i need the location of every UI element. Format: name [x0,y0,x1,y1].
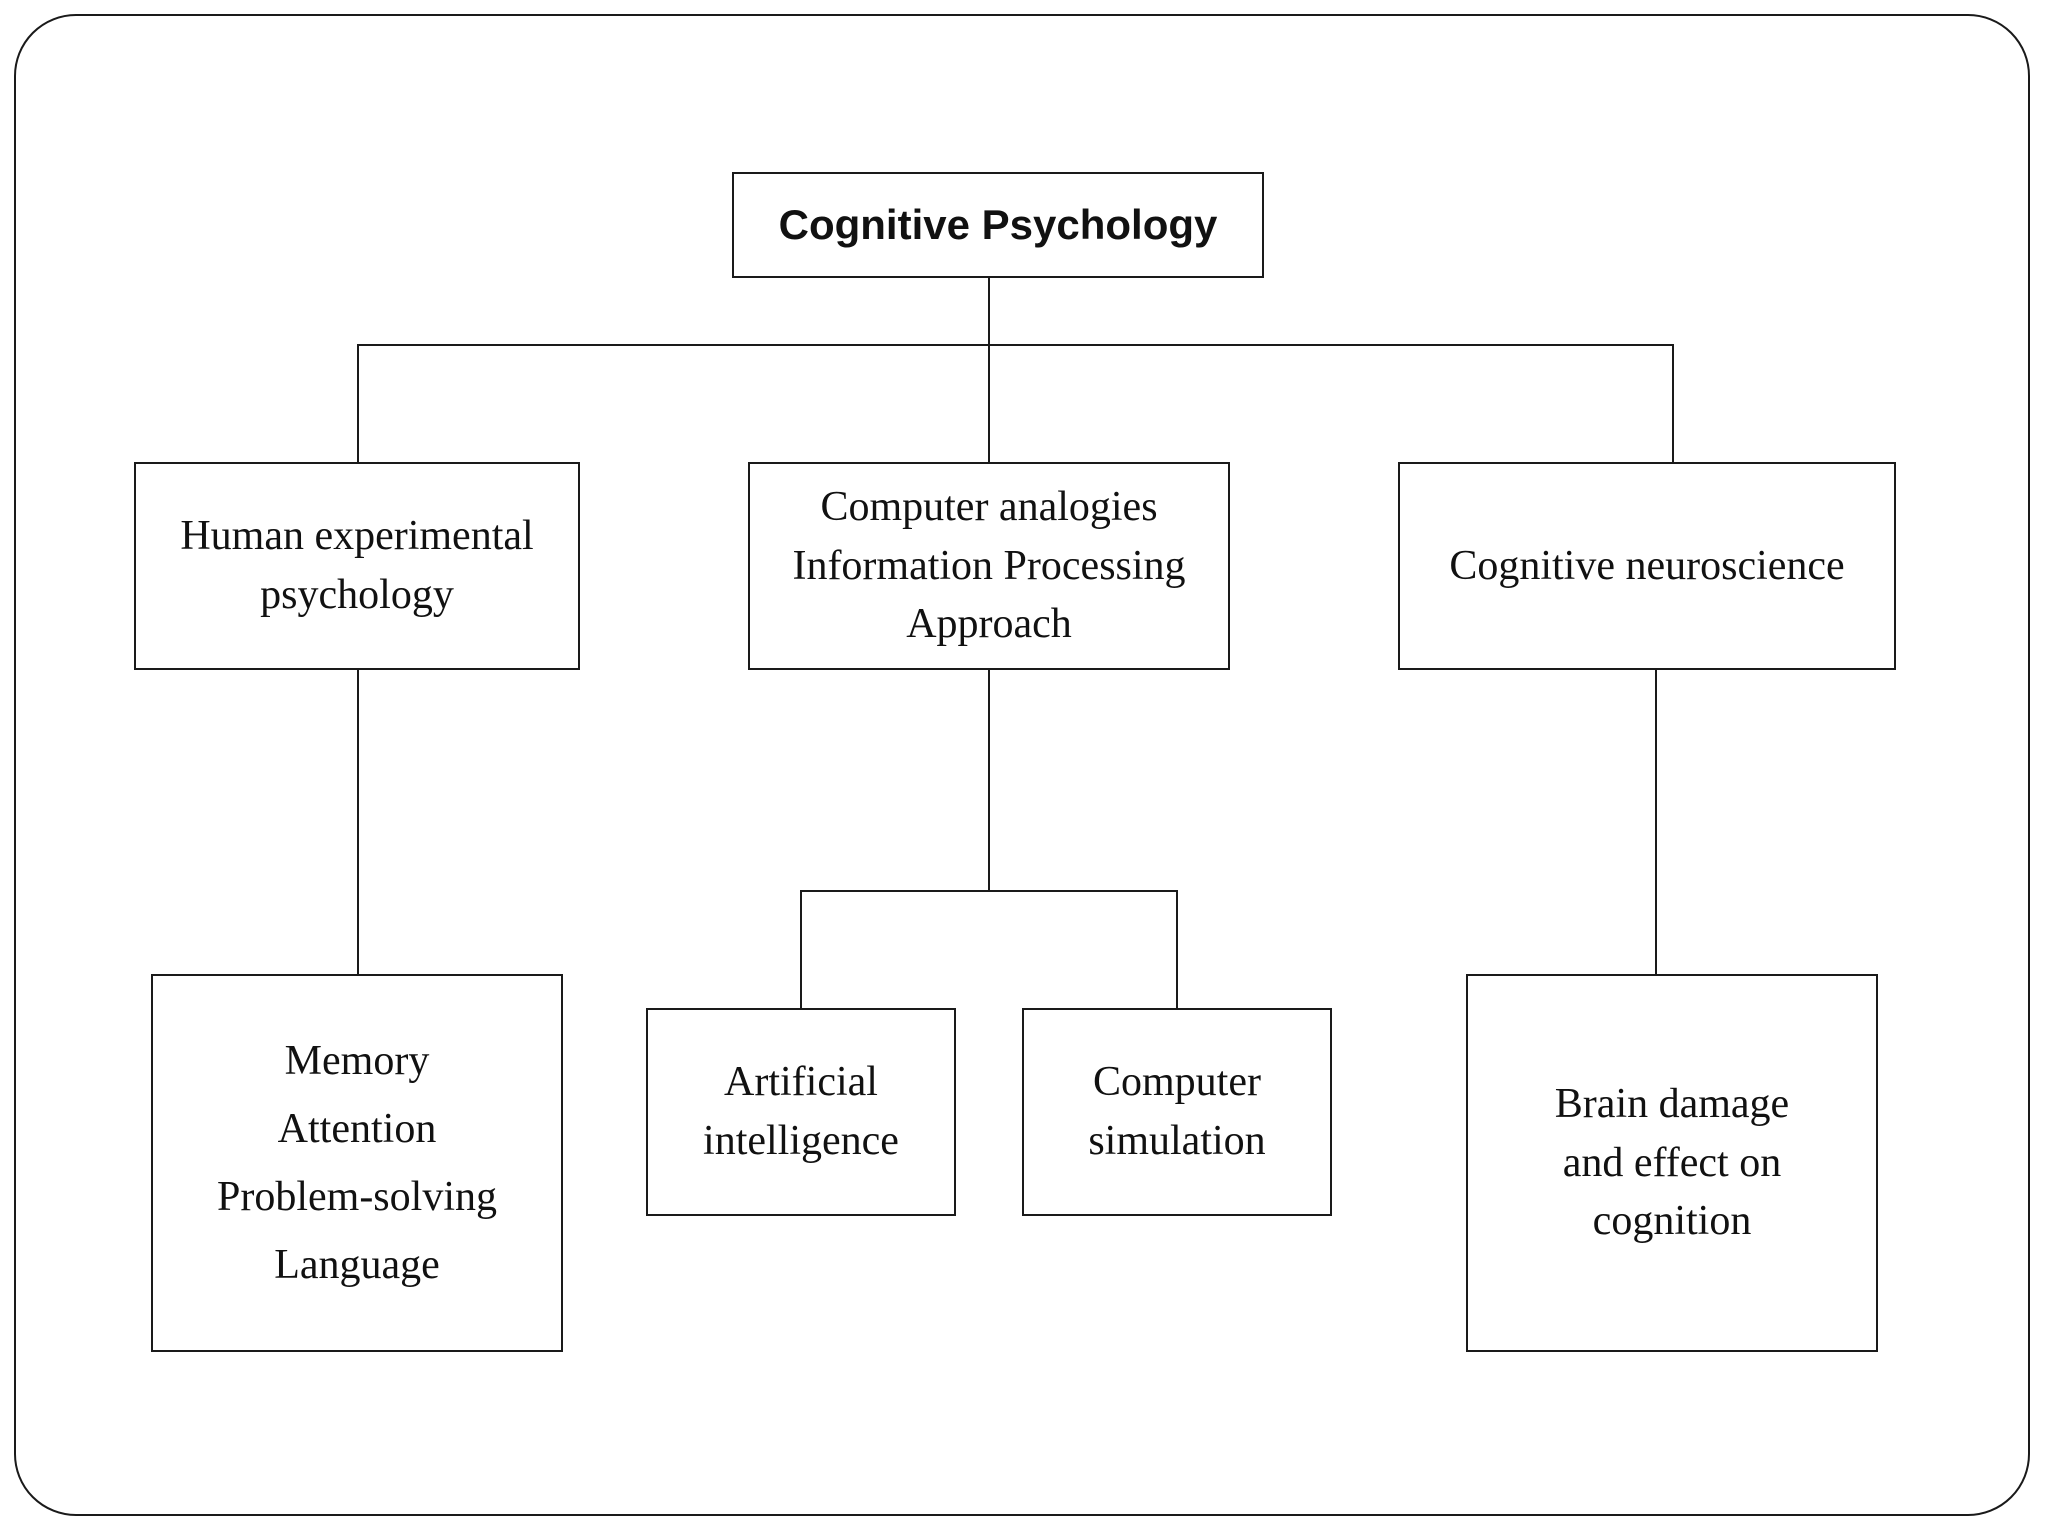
connector-neuro-to-brain-damage [1655,670,1657,976]
node-label-line: Language [274,1242,440,1289]
connector-human-to-memory [357,670,359,976]
node-cognitive-psychology: Cognitive Psychology [732,172,1264,278]
node-label-line: cognition [1592,1198,1752,1245]
node-label-line: and effect on [1562,1139,1782,1186]
node-computer-simulation: Computer simulation [1022,1008,1332,1216]
node-label-line: Artificial [724,1059,878,1106]
connector-root-down [988,276,990,346]
node-label-line: Computer analogies [820,483,1158,530]
node-label-line: intelligence [703,1118,899,1164]
node-computer-analogies: Computer analogies Information Processin… [748,462,1230,670]
node-label-line: Information Processing [792,542,1186,589]
node-label-line: Brain damage [1554,1080,1790,1127]
connector-to-computer-analogies [988,344,990,464]
node-cognitive-neuroscience: Cognitive neuroscience [1398,462,1896,670]
connector-computer-bar [800,890,1178,892]
node-label-line: simulation [1088,1118,1266,1164]
node-label-line: Approach [906,601,1072,648]
node-label-line: Computer [1093,1059,1261,1106]
node-label-line: Cognitive neuroscience [1449,542,1845,589]
node-label-line: Problem-solving [217,1174,497,1220]
connector-to-human-experimental [357,344,359,464]
connector-computer-down [988,670,990,892]
connector-to-cognitive-neuroscience [1672,344,1674,464]
connector-branch-bar [357,344,1674,346]
node-label-line: Memory [284,1037,430,1084]
node-human-experimental-psychology: Human experimental psychology [134,462,580,670]
connector-to-computer-simulation [1176,890,1178,1010]
node-label-line: Attention [277,1105,437,1152]
node-label: Cognitive Psychology [778,200,1218,248]
node-artificial-intelligence: Artificial intelligence [646,1008,956,1216]
connector-to-artificial-intelligence [800,890,802,1010]
node-label-line: Human experimental [180,513,534,560]
node-label-line: psychology [260,572,454,618]
node-memory-attention-list: Memory Attention Problem-solving Languag… [151,974,563,1352]
node-brain-damage: Brain damage and effect on cognition [1466,974,1878,1352]
